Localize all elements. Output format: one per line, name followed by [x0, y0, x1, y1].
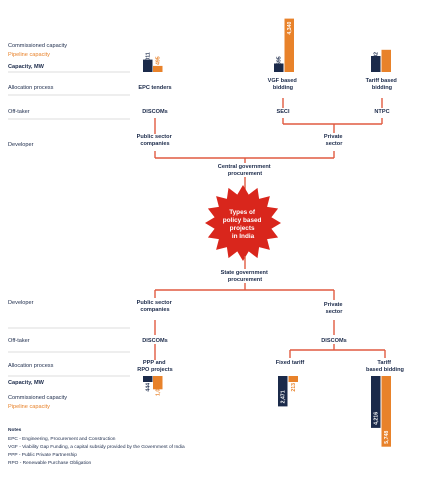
top-col2-offtaker: SECI: [276, 109, 290, 115]
top-connectors: [154, 98, 383, 190]
bar-label-vgf-pipeline: 4,340: [287, 21, 293, 34]
notes-line: RPO - Renewable Purchase Obligation: [8, 460, 92, 466]
bar-label-epc-pipeline: 495: [156, 56, 162, 65]
bar-label-vgf-commissioned: 695: [277, 56, 283, 65]
legend-top-commissioned: Commissioned capacity: [8, 43, 67, 49]
bar-label-fixed-commissioned: 2,471: [281, 390, 287, 403]
bottom-public-sector: Public sector companies: [137, 300, 174, 313]
legend-bottom-commissioned: Commissioned capacity: [8, 395, 67, 401]
center-label: Types of policy based projects in India: [223, 209, 264, 240]
row-top-allocation: Allocation process: [8, 85, 54, 91]
bottom-connectors: [154, 256, 386, 360]
bar-epc-pipeline: [153, 65, 163, 72]
bar-vgf-pipeline: [284, 18, 294, 73]
bar-state-tbb-pipeline: [381, 376, 391, 447]
bar-fixed-pipeline: [288, 376, 298, 382]
top-col3-alloc: Tariff based bidding: [366, 78, 399, 91]
central-procurement: Central government procurement: [218, 164, 272, 177]
bar-fixed-commissioned: [278, 376, 288, 407]
bar-epc-commissioned: [143, 59, 153, 72]
bar-label-tbb-pipeline: 1,808: [384, 52, 390, 65]
row-bottom-developer: Developer: [8, 300, 34, 306]
bar-label-tbb-commissioned: 1,302: [374, 52, 380, 65]
top-col1-offtaker: DISCOMs: [142, 109, 168, 115]
row-top-developer: Developer: [8, 142, 34, 148]
top-private-sector: Private sector: [324, 134, 344, 147]
legend-bottom-capacity: Capacity, MW: [8, 380, 45, 386]
bottom-alloc-fixed: Fixed tariff: [276, 360, 305, 366]
bottom-offtaker-left: DISCOMs: [142, 338, 168, 344]
bar-ppp-pipeline: [153, 376, 163, 390]
legend-top-pipeline: Pipeline capacity: [8, 52, 50, 58]
top-col3-offtaker: NTPC: [374, 109, 389, 115]
bar-tbb-commissioned: [371, 56, 381, 72]
top-col1-developer: Public sector companies: [137, 134, 174, 147]
bar-label-state-tbb-commissioned: 4,216: [374, 412, 380, 425]
legend-bottom-pipeline: Pipeline capacity: [8, 404, 50, 410]
top-col2-alloc: VGF based bidding: [268, 78, 299, 91]
notes-line: EPC - Engineering, Procurement and Const…: [8, 436, 116, 442]
bar-label-ppp-pipeline: 1,080: [156, 383, 162, 396]
capacity-bars: 1,011 495 695 4,340 1,302 1,808 444 1,080 2,471 2…: [143, 18, 391, 447]
center-starburst: [205, 185, 281, 261]
bottom-private-sector: Private sector: [324, 302, 344, 315]
row-bottom-offtaker: Off-taker: [8, 338, 30, 344]
bar-ppp-commissioned: [143, 376, 153, 382]
bar-label-state-tbb-pipeline: 5,748: [384, 431, 390, 444]
bar-label-epc-commissioned: 1,011: [146, 52, 152, 65]
legend-top-capacity: Capacity, MW: [8, 64, 45, 70]
row-top-offtaker: Off-taker: [8, 109, 30, 115]
bar-tbb-pipeline: [381, 49, 391, 72]
notes-line: VGF - Viability Gap Funding, a capital s…: [8, 444, 185, 450]
bar-label-fixed-pipeline: 213: [291, 383, 297, 392]
bar-vgf-commissioned: [274, 63, 284, 72]
bottom-alloc-ppp: PPP and RPO projects: [137, 360, 172, 373]
bottom-offtaker-right: DISCOMs: [321, 338, 347, 344]
notes-title: Notes: [8, 427, 22, 433]
bar-state-tbb-commissioned: [371, 376, 381, 428]
state-procurement: State government procurement: [221, 270, 270, 283]
bar-label-ppp-commissioned: 444: [146, 383, 152, 392]
row-bottom-allocation: Allocation process: [8, 363, 54, 369]
top-col1-alloc: EPC tenders: [138, 85, 171, 91]
notes-line: PPP - Public Private Partnership: [8, 452, 77, 458]
bottom-alloc-tbb: Tariff based bidding: [366, 360, 404, 373]
